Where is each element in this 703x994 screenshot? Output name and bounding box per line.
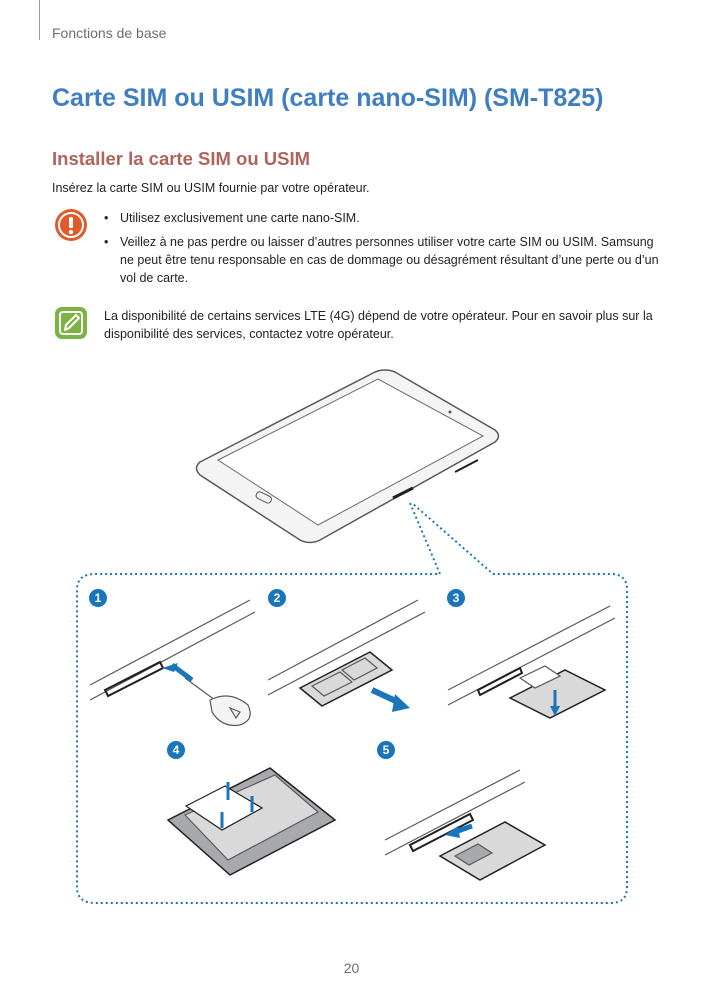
caution-item-text: Veillez à ne pas perdre ou laisser d’aut… bbox=[120, 235, 659, 285]
section-subtitle: Installer la carte SIM ou USIM bbox=[52, 148, 311, 169]
page-number: 20 bbox=[343, 960, 360, 976]
step-5-label: 5 bbox=[383, 743, 390, 757]
step-4-label: 4 bbox=[173, 743, 180, 757]
caution-item: •Veillez à ne pas perdre ou laisser d’au… bbox=[104, 235, 659, 285]
intro-text: Insérez la carte SIM ou USIM fournie par… bbox=[52, 181, 370, 195]
step-1-drawing bbox=[89, 599, 256, 727]
exclamation-icon bbox=[55, 209, 87, 241]
step-5-drawing bbox=[384, 769, 547, 881]
step-1-label: 1 bbox=[95, 591, 102, 605]
pencil-icon bbox=[55, 307, 87, 339]
step-3-drawing bbox=[447, 605, 616, 719]
caution-item: •Utilisez exclusivement une carte nano-S… bbox=[104, 211, 360, 225]
page-title: Carte SIM ou USIM (carte nano-SIM) (SM-T… bbox=[52, 84, 604, 112]
note-text: La disponibilité de certains services LT… bbox=[104, 309, 653, 341]
tablet-drawing bbox=[195, 369, 500, 544]
step-2-drawing bbox=[267, 599, 426, 712]
caution-item-text: Utilisez exclusivement une carte nano-SI… bbox=[120, 211, 360, 225]
step-4-drawing bbox=[166, 767, 337, 876]
step-3-label: 3 bbox=[453, 591, 460, 605]
sim-install-illustration: 1 2 3 4 5 bbox=[76, 369, 628, 904]
step-2-label: 2 bbox=[274, 591, 281, 605]
margin-line bbox=[39, 0, 40, 40]
section-header: Fonctions de base bbox=[52, 25, 167, 41]
caution-list: •Utilisez exclusivement une carte nano-S… bbox=[104, 209, 664, 293]
